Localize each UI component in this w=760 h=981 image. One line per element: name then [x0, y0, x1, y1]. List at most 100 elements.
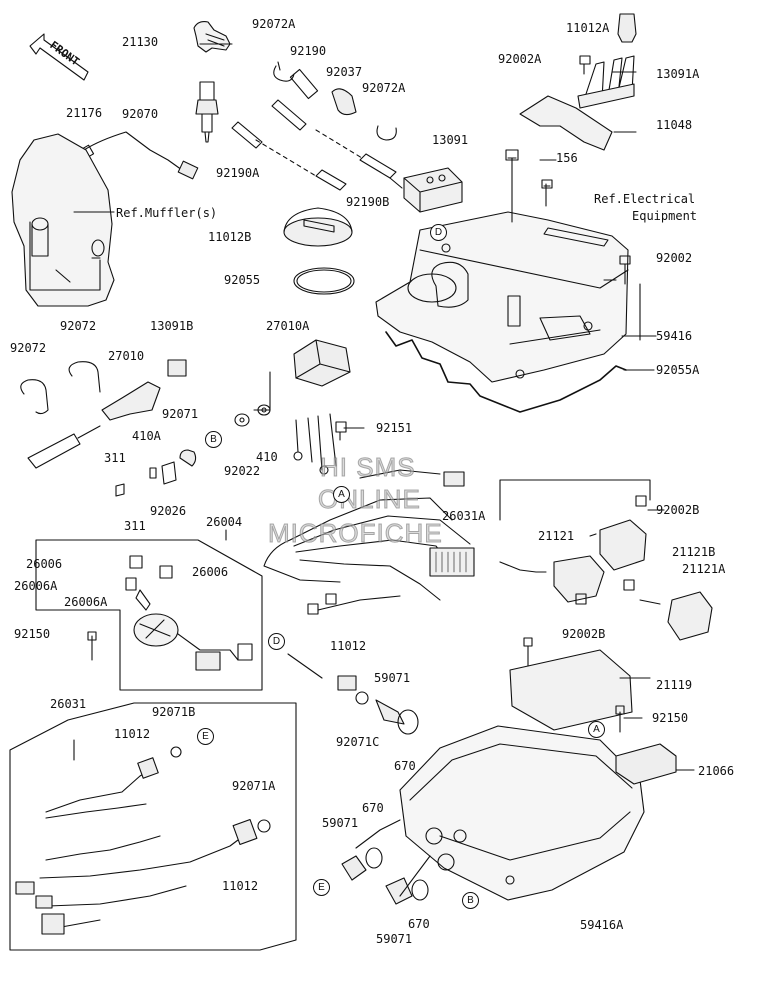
part-number-label: 92072: [10, 341, 47, 355]
part-number-label: 92071C: [336, 735, 380, 749]
part-number-label: 21119: [656, 678, 693, 692]
part-number-label: 92072A: [362, 81, 406, 95]
part-number-label: 11012: [330, 639, 367, 653]
muffler-outline: [11, 133, 115, 307]
part-number-label: 92055: [224, 273, 261, 287]
callout-marker-d: D: [430, 224, 447, 241]
part-number-label: 11012A: [566, 21, 610, 35]
part-number-label: 311: [104, 451, 126, 465]
part-number-label: 92026: [150, 504, 187, 518]
bracket-11048: [519, 95, 613, 151]
part-number-label: 21066: [698, 764, 735, 778]
part-number-label: 410: [256, 450, 278, 464]
part-number-label: 59071: [322, 816, 359, 830]
part-number-label: 13091B: [150, 319, 194, 333]
ref-electrical-label-1: Ref.Electrical: [594, 192, 696, 206]
part-number-label: 13091: [432, 133, 469, 147]
part-number-label: 92190A: [216, 166, 260, 180]
gasket-92055A: [385, 331, 627, 413]
part-number-label: 21121A: [682, 562, 726, 576]
part-number-label: 11048: [656, 118, 693, 132]
part-number-label: 21121B: [672, 545, 716, 559]
part-number-label: 156: [556, 151, 578, 165]
o-ring-92055: [293, 267, 355, 295]
spark-plug-92070: [195, 81, 219, 143]
part-number-label: 92150: [652, 711, 689, 725]
part-number-label: 92002: [656, 251, 693, 265]
ref-muffler-label: Ref.Muffler(s): [116, 206, 218, 220]
part-number-label: 21130: [122, 35, 159, 49]
part-number-label: 311: [124, 519, 146, 533]
part-number-label: 59416: [656, 329, 693, 343]
part-number-label: 92150: [14, 627, 51, 641]
part-number-label: 26006A: [14, 579, 58, 593]
part-number-label: 410A: [132, 429, 161, 443]
inset-26031: [9, 702, 297, 951]
callout-marker-a: A: [588, 721, 605, 738]
callout-marker-b: B: [462, 892, 479, 909]
harness-26031: [15, 757, 258, 935]
part-number-label: 26031A: [442, 509, 486, 523]
callout-marker-d: D: [268, 633, 285, 650]
watermark-line-3: MICROFICHE: [268, 518, 443, 549]
part-number-label: 92190: [290, 44, 327, 58]
part-number-label: 92151: [376, 421, 413, 435]
part-number-label: 670: [394, 759, 416, 773]
plug-cap-21130: [193, 21, 231, 53]
part-number-label: 59071: [376, 932, 413, 946]
part-number-label: 27010A: [266, 319, 310, 333]
part-number-label: 92071: [162, 407, 199, 421]
part-number-label: 92022: [224, 464, 261, 478]
inset-26004: [35, 539, 263, 691]
lower-case-59416A: [399, 725, 645, 901]
part-number-label: 26006A: [64, 595, 108, 609]
part-number-label: 26031: [50, 697, 87, 711]
cap-11012B: [283, 207, 353, 247]
callout-marker-b: B: [205, 431, 222, 448]
part-number-label: 26006: [192, 565, 229, 579]
part-number-label: 13091A: [656, 67, 700, 81]
part-number-label: 92070: [122, 107, 159, 121]
regulator-21066: [615, 743, 677, 785]
part-number-label: 92037: [326, 65, 363, 79]
part-number-label: 11012B: [208, 230, 252, 244]
part-number-label: 92002A: [498, 52, 542, 66]
part-number-label: 26004: [206, 515, 243, 529]
part-number-label: 27010: [108, 349, 145, 363]
part-number-label: 92002B: [656, 503, 700, 517]
case-cover-59416: [375, 211, 629, 383]
clamp-92037: [331, 88, 357, 116]
pipe-92190: [289, 68, 319, 100]
part-number-label: 92071A: [232, 779, 276, 793]
front-arrow-icon: [29, 33, 89, 81]
part-number-label: 92071B: [152, 705, 196, 719]
callout-marker-e: E: [197, 728, 214, 745]
part-number-label: 11012: [222, 879, 259, 893]
part-number-label: 92072A: [252, 17, 296, 31]
watermark-line-1: HI SMS: [320, 452, 416, 483]
part-number-label: 21121: [538, 529, 575, 543]
bracket-13091: [403, 167, 463, 213]
part-number-label: 59416A: [580, 918, 624, 932]
callout-marker-e: E: [313, 879, 330, 896]
part-number-label: 92055A: [656, 363, 700, 377]
part-number-label: 26006: [26, 557, 63, 571]
part-number-label: 92072: [60, 319, 97, 333]
harness-26031A: [263, 469, 475, 615]
relay-27010A: [293, 339, 351, 475]
part-number-label: 92002B: [562, 627, 606, 641]
watermark-line-2: ONLINE: [318, 484, 421, 515]
module-21119: [509, 649, 633, 731]
part-number-label: 92190B: [346, 195, 390, 209]
ignition-coils-21121: [499, 495, 713, 641]
ref-electrical-label-2: Equipment: [632, 209, 698, 223]
callout-marker-a: A: [333, 486, 350, 503]
part-number-label: 59071: [374, 671, 411, 685]
part-number-label: 11012: [114, 727, 151, 741]
part-number-label: 21176: [66, 106, 103, 120]
sensor-26004: [133, 613, 253, 671]
part-number-label: 670: [408, 917, 430, 931]
part-number-label: 670: [362, 801, 384, 815]
